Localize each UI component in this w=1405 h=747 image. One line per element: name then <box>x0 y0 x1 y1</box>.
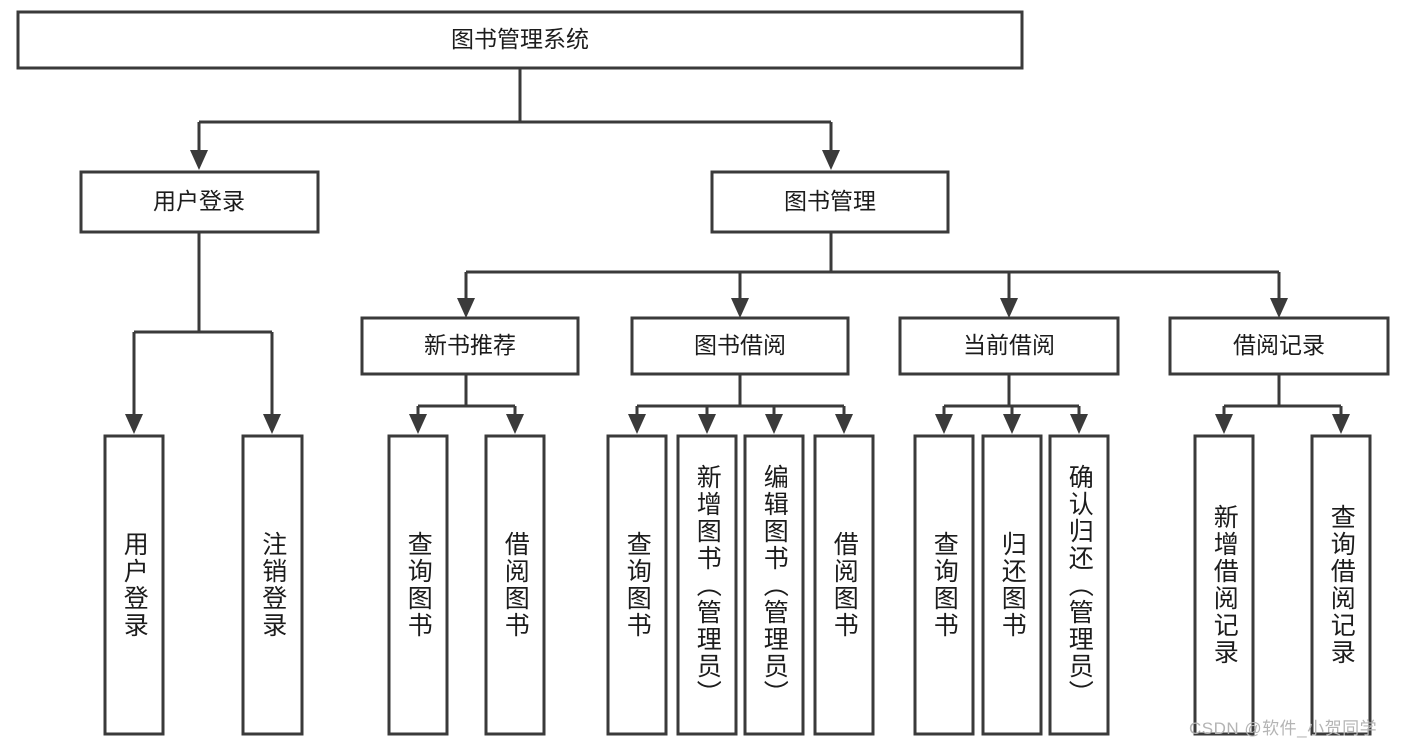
node-root-system-box[interactable] <box>16 10 1024 70</box>
leaf-box-query-borrow-record[interactable] <box>1310 434 1372 736</box>
node-book-management[interactable]: 图书管理 <box>710 170 950 234</box>
arrowhead-leaf-user-login <box>125 414 143 434</box>
node-new-book-recommend[interactable]: 新书推荐 <box>360 316 580 376</box>
node-user-login-label: 用户登录 <box>153 188 245 214</box>
node-new-book-recommend-label: 新书推荐 <box>424 332 516 358</box>
node-book-borrow-box[interactable] <box>630 316 850 376</box>
arrowhead-leaf-query-record <box>1332 414 1350 434</box>
node-user-login-box[interactable] <box>79 170 320 234</box>
arrowhead-leaf-query-book-3 <box>935 414 953 434</box>
arrowhead-leaf-borrow-book-2 <box>835 414 853 434</box>
arrowhead-leaf-return-book <box>1003 414 1021 434</box>
arrowhead-leaf-add-book <box>698 414 716 434</box>
csdn-watermark: CSDN @软件_小贺同学 <box>1189 719 1378 738</box>
node-borrow-record[interactable]: 借阅记录 <box>1168 316 1390 376</box>
node-book-borrow-label: 图书借阅 <box>694 332 786 358</box>
arrowhead-user-login <box>190 150 208 170</box>
arrowhead-current-borrow <box>1000 298 1018 318</box>
arrowhead-borrow-record <box>1270 298 1288 318</box>
arrowhead-book-mgmt <box>822 150 840 170</box>
arrowhead-new-book-rec <box>457 298 475 318</box>
arrowhead-leaf-edit-book <box>765 414 783 434</box>
arrowhead-leaf-logout <box>263 414 281 434</box>
node-borrow-record-box[interactable] <box>1168 316 1390 376</box>
node-book-management-box[interactable] <box>710 170 950 234</box>
node-user-login[interactable]: 用户登录 <box>79 170 320 234</box>
node-root-system[interactable]: 图书管理系统 <box>16 10 1024 70</box>
node-root-system-label: 图书管理系统 <box>451 26 589 52</box>
leaf-box-query-book-current[interactable] <box>913 434 975 736</box>
leaf-box-layer[interactable] <box>103 434 1372 736</box>
arrowhead-leaf-add-record <box>1215 414 1233 434</box>
leaf-box-add-book-admin[interactable] <box>676 434 738 736</box>
node-book-management-label: 图书管理 <box>784 188 876 214</box>
connector-layer <box>125 68 1350 434</box>
leaf-box-borrow-book[interactable] <box>813 434 875 736</box>
leaf-box-return-book[interactable] <box>981 434 1043 736</box>
arrowhead-leaf-query-book-2 <box>628 414 646 434</box>
node-book-borrow[interactable]: 图书借阅 <box>630 316 850 376</box>
node-new-book-recommend-box[interactable] <box>360 316 580 376</box>
arrowhead-leaf-query-book-1 <box>409 414 427 434</box>
arrowhead-leaf-confirm-return <box>1070 414 1088 434</box>
node-current-borrow[interactable]: 当前借阅 <box>898 316 1120 376</box>
node-current-borrow-label: 当前借阅 <box>963 332 1055 358</box>
leaf-box-logout[interactable] <box>241 434 304 736</box>
node-borrow-record-label: 借阅记录 <box>1233 332 1325 358</box>
leaf-box-confirm-return-admin[interactable] <box>1048 434 1110 736</box>
leaf-box-add-borrow-record[interactable] <box>1193 434 1255 736</box>
leaf-box-edit-book-admin[interactable] <box>743 434 805 736</box>
leaf-box-borrow-book-rec[interactable] <box>484 434 546 736</box>
leaf-box-user-login[interactable] <box>103 434 165 736</box>
leaf-box-query-book-rec[interactable] <box>387 434 449 736</box>
node-current-borrow-box[interactable] <box>898 316 1120 376</box>
leaf-box-query-book-borrow[interactable] <box>606 434 668 736</box>
arrowhead-book-borrow <box>731 298 749 318</box>
arrowhead-leaf-borrow-book-1 <box>506 414 524 434</box>
